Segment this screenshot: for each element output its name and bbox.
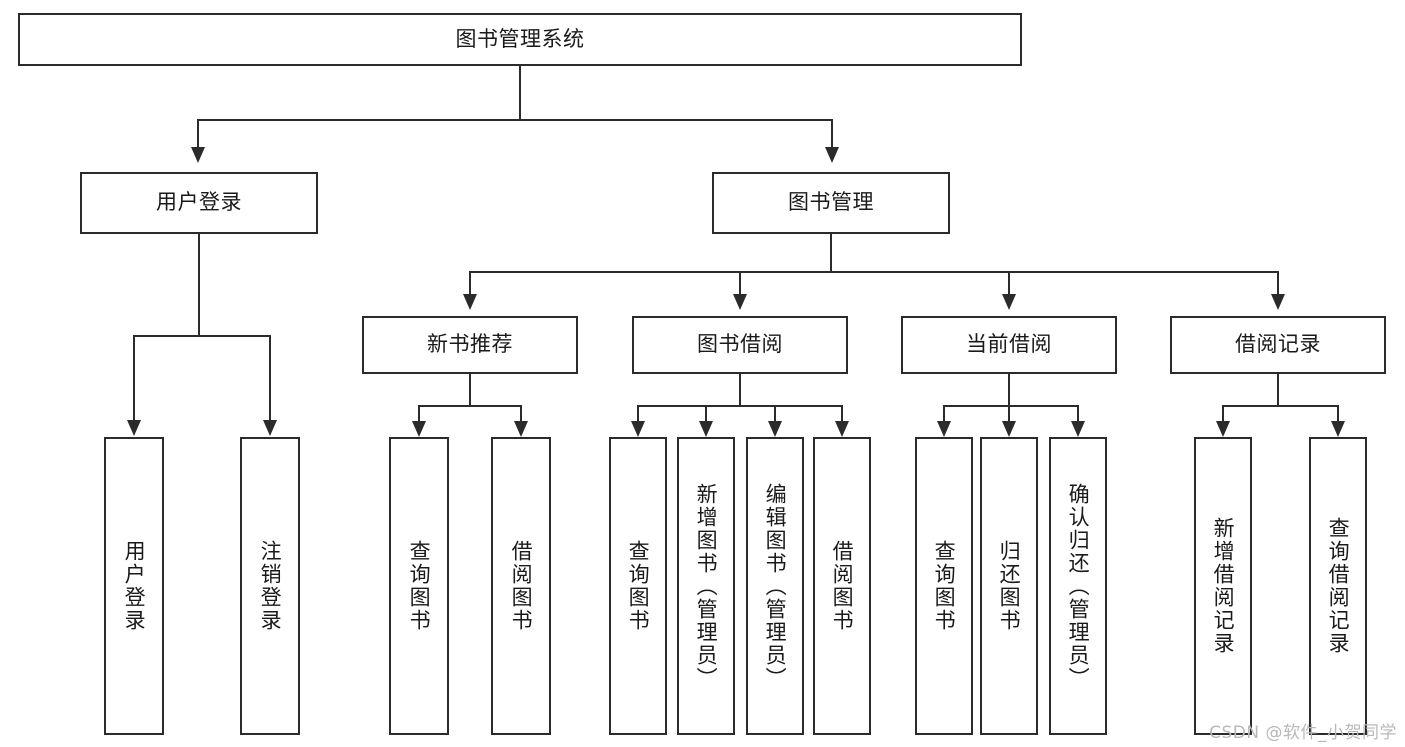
node-root-book-management-system[interactable]: 图书管理系统 (18, 13, 1022, 66)
node-label: 借阅图书 (509, 540, 534, 632)
leaf-record-add-borrow-record[interactable]: 新增借阅记录 (1194, 437, 1252, 735)
edge-current-borrow-drop-2 (1008, 405, 1010, 423)
node-current-borrow[interactable]: 当前借阅 (901, 316, 1117, 374)
arrowhead-book-borrow-leaf-2 (699, 421, 713, 437)
arrowhead-borrow-record-leaf-1 (1216, 421, 1230, 437)
arrowhead-current-borrow-leaf-2 (1002, 421, 1016, 437)
edge-root-to-book-management (831, 119, 833, 149)
leaf-recommend-query-book[interactable]: 查询图书 (389, 437, 449, 735)
node-borrow-record[interactable]: 借阅记录 (1170, 316, 1386, 374)
edge-user-login-drop-2 (269, 335, 271, 422)
edge-book-management-drop-4 (1277, 271, 1279, 296)
edge-book-management-drop-2 (739, 271, 741, 296)
node-label: 注销登录 (258, 540, 283, 632)
leaf-logout[interactable]: 注销登录 (240, 437, 300, 735)
edge-new-book-recommend-bus (418, 405, 522, 407)
edge-current-borrow-stem (1008, 374, 1010, 405)
arrowhead-current-borrow-leaf-3 (1071, 421, 1085, 437)
node-label: 查询图书 (626, 540, 651, 632)
node-label: 新增图书（管理员） (694, 482, 719, 690)
leaf-borrow-borrow-book[interactable]: 借阅图书 (813, 437, 871, 735)
arrowhead-user-login-leaf-1 (127, 420, 141, 436)
node-label: 新增借阅记录 (1211, 517, 1236, 655)
node-book-management[interactable]: 图书管理 (712, 172, 950, 234)
arrowhead-new-book-recommend-leaf-2 (514, 421, 528, 437)
node-label: 查询图书 (407, 540, 432, 632)
leaf-record-query-borrow-record[interactable]: 查询借阅记录 (1309, 437, 1367, 735)
node-label: 图书管理系统 (455, 26, 585, 51)
node-label: 确认归还（管理员） (1066, 482, 1091, 690)
leaf-current-query-book[interactable]: 查询图书 (915, 437, 973, 735)
node-label: 用户登录 (122, 540, 147, 632)
arrowhead-borrow-record-leaf-2 (1331, 421, 1345, 437)
edge-book-borrow-bus (637, 405, 842, 407)
node-label: 新书推荐 (427, 332, 513, 357)
edge-borrow-record-drop-1 (1222, 405, 1224, 423)
edge-user-login-stem (198, 234, 200, 335)
arrowhead-user-login-leaf-2 (263, 420, 277, 436)
arrowhead-root-to-book-management (825, 147, 839, 163)
node-label: 用户登录 (156, 190, 242, 215)
edge-book-borrow-stem (739, 374, 741, 405)
node-book-borrow[interactable]: 图书借阅 (632, 316, 848, 374)
leaf-user-login[interactable]: 用户登录 (104, 437, 164, 735)
edge-book-borrow-drop-2 (705, 405, 707, 423)
node-label: 编辑图书（管理员） (763, 482, 788, 690)
edge-borrow-record-stem (1277, 374, 1279, 405)
edge-root-to-user-login (197, 119, 199, 149)
node-label: 图书管理 (788, 190, 874, 215)
edge-new-book-recommend-stem (469, 374, 471, 405)
arrowhead-book-management-child-2 (733, 294, 747, 310)
edge-current-borrow-drop-3 (1077, 405, 1079, 423)
edge-book-management-drop-3 (1008, 271, 1010, 296)
arrowhead-book-borrow-leaf-1 (631, 421, 645, 437)
edge-book-management-drop-1 (469, 271, 471, 296)
arrowhead-root-to-user-login (191, 147, 205, 163)
arrowhead-book-management-child-4 (1271, 294, 1285, 310)
edge-current-borrow-bus (943, 405, 1079, 407)
edge-user-login-drop-1 (133, 335, 135, 422)
arrowhead-book-management-child-3 (1002, 294, 1016, 310)
edge-new-book-recommend-drop-2 (520, 405, 522, 423)
edge-book-management-stem (830, 234, 832, 271)
edge-borrow-record-bus (1222, 405, 1338, 407)
arrowhead-new-book-recommend-leaf-1 (412, 421, 426, 437)
leaf-borrow-add-book-admin[interactable]: 新增图书（管理员） (677, 437, 735, 735)
edge-user-login-bus (133, 335, 270, 337)
leaf-borrow-edit-book-admin[interactable]: 编辑图书（管理员） (746, 437, 804, 735)
node-label: 当前借阅 (966, 332, 1052, 357)
leaf-recommend-borrow-book[interactable]: 借阅图书 (491, 437, 551, 735)
node-label: 查询图书 (932, 540, 957, 632)
edge-root-stem (519, 66, 521, 119)
leaf-current-return-book[interactable]: 归还图书 (980, 437, 1038, 735)
node-label: 借阅图书 (830, 540, 855, 632)
arrowhead-current-borrow-leaf-1 (937, 421, 951, 437)
edge-root-bus (197, 119, 833, 121)
arrowhead-book-borrow-leaf-3 (768, 421, 782, 437)
node-user-login[interactable]: 用户登录 (80, 172, 318, 234)
node-label: 借阅记录 (1235, 332, 1321, 357)
edge-borrow-record-drop-2 (1337, 405, 1339, 423)
edge-book-borrow-drop-4 (841, 405, 843, 423)
edge-new-book-recommend-drop-1 (418, 405, 420, 423)
edge-book-borrow-drop-3 (774, 405, 776, 423)
edge-current-borrow-drop-1 (943, 405, 945, 423)
leaf-borrow-query-book[interactable]: 查询图书 (609, 437, 667, 735)
node-label: 图书借阅 (697, 332, 783, 357)
node-label: 归还图书 (997, 540, 1022, 632)
leaf-current-confirm-return-admin[interactable]: 确认归还（管理员） (1049, 437, 1107, 735)
edge-book-management-bus (469, 271, 1279, 273)
arrowhead-book-borrow-leaf-4 (835, 421, 849, 437)
node-label: 查询借阅记录 (1326, 517, 1351, 655)
node-new-book-recommend[interactable]: 新书推荐 (362, 316, 578, 374)
arrowhead-book-management-child-1 (463, 294, 477, 310)
edge-book-borrow-drop-1 (637, 405, 639, 423)
